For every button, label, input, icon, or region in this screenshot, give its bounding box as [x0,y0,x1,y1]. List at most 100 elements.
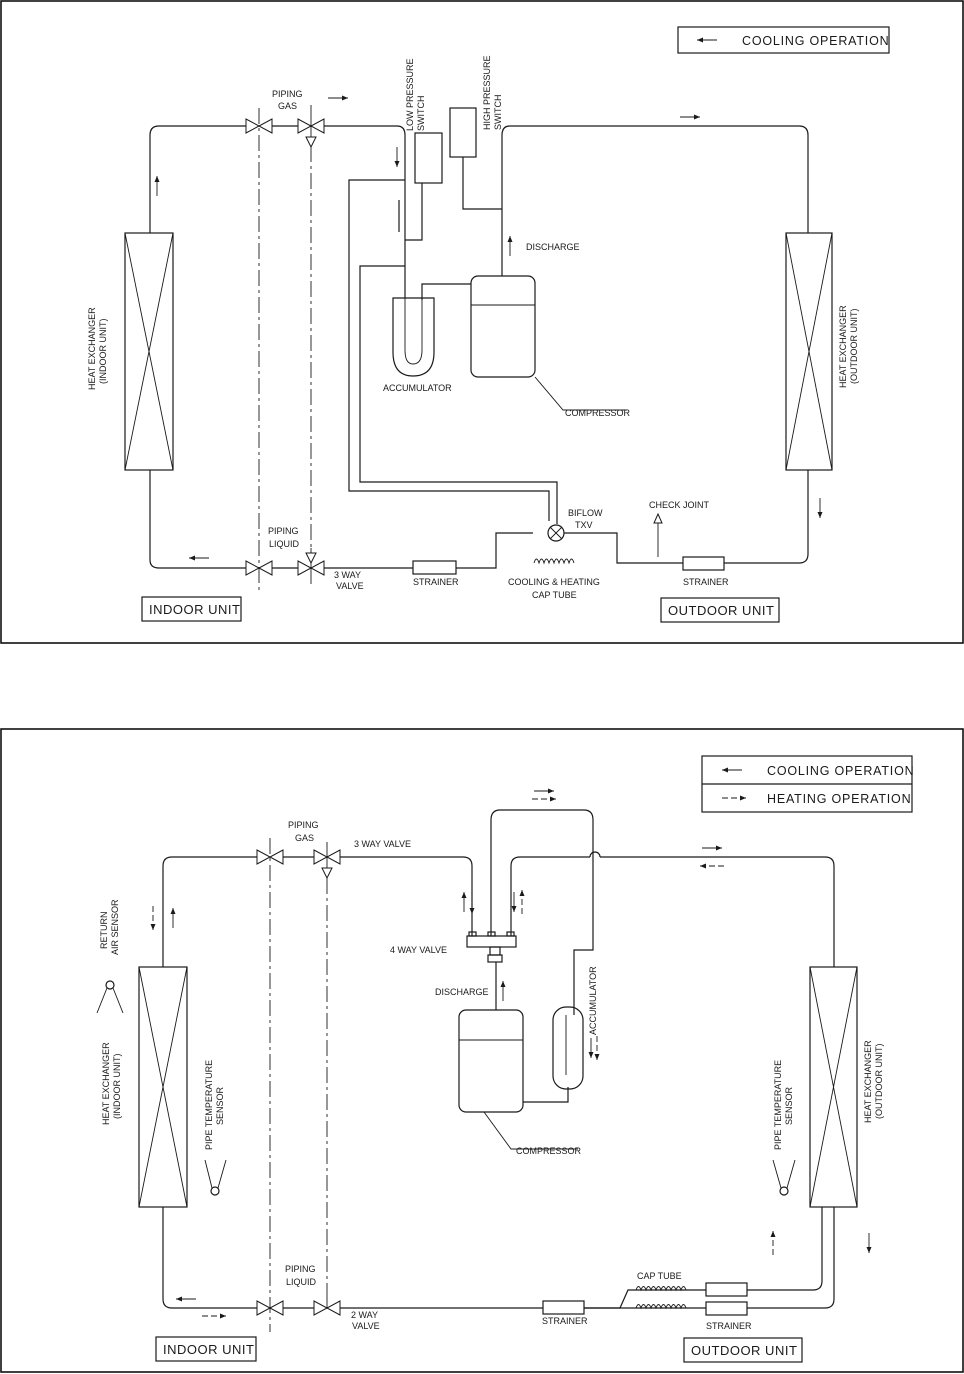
suction-line [149,125,406,298]
accumulator-2 [552,1006,584,1090]
strainer-left [412,560,457,575]
accumulator-label: ACCUMULATOR [383,383,452,393]
accumulator-label-d2: ACCUMULATOR [588,966,598,1035]
accumulator [392,297,435,377]
pipe-temp-out-label-2: SENSOR [784,1086,794,1125]
indoor-pipe-sensor [204,1159,227,1196]
hx-indoor-label: HEAT EXCHANGER [87,307,97,390]
four-way-valve [466,931,517,963]
check-joint-label: CHECK JOINT [649,500,710,510]
indoor-unit-label-d2: INDOOR UNIT [163,1342,254,1357]
return-air-label-2: AIR SENSOR [110,899,120,955]
three-way-valve-label-2: VALVE [336,581,364,591]
biflow-label: BIFLOW [568,508,603,518]
cap-tube-lower [635,1304,687,1310]
low-pressure-label: LOW PRESSURE [405,58,415,131]
strainer-to-txv [456,532,533,569]
cap-tube-label-2: CAP TUBE [532,590,577,600]
strainer-right-lower [705,1301,748,1316]
compressor-label-d2: COMPRESSOR [516,1146,582,1156]
biflow-label-2: TXV [575,520,593,530]
three-way-valve-label-d2: 3 WAY VALVE [354,839,411,849]
indoor-heat-exchanger [124,232,174,471]
pipe-temp-in-label-2: SENSOR [215,1086,225,1125]
indoor-unit-label: INDOOR UNIT [149,602,240,617]
legend-heating-label: HEATING OPERATION [767,792,911,806]
outdoor-heat-exchanger [785,232,833,471]
legend-cooling-heating: COOLING OPERATION HEATING OPERATION [701,755,914,813]
outdoor-unit-label-d2: OUTDOOR UNIT [691,1343,797,1358]
discharge-line [501,125,809,276]
outdoor-unit-box-d2 [683,1337,803,1363]
four-way-to-accumulator [490,809,594,1015]
hx-outdoor-label-d2-2: (OUTDOOR UNIT) [874,1044,884,1120]
outdoor-pipe-sensor [772,1159,796,1196]
biflow-txv [547,524,565,542]
strainer-left-label: STRAINER [413,577,459,587]
indoor-unit-box [141,596,242,622]
liquid-line [162,1207,543,1309]
cap-tube-coil [533,558,575,565]
hx-outdoor-label: HEAT EXCHANGER [838,305,848,388]
txv-equalizer-inner [359,265,558,524]
legend-cooling-label-2: COOLING OPERATION [767,764,914,778]
hx-indoor-label-d2: HEAT EXCHANGER [101,1042,111,1125]
outdoor-liquid-line [724,470,809,564]
hx-indoor-label-d2-2: (INDOOR UNIT) [112,1054,122,1120]
lp-switch-line [405,183,423,241]
strainer-mid-label: STRAINER [542,1316,588,1326]
indoor-liquid-line [149,470,413,569]
hp-switch-line [462,157,502,210]
outdoor-unit-box [660,597,780,623]
pipe-temp-in-label: PIPE TEMPERATURE [204,1060,214,1150]
txv-equalizer-outer [348,179,550,521]
piping-gas-label-d2-2: GAS [295,833,314,843]
hx-outdoor-label-d2: HEAT EXCHANGER [863,1040,873,1123]
hx-outdoor-label-2: (OUTDOOR UNIT) [849,309,859,385]
pipe-temp-out-label: PIPE TEMPERATURE [773,1060,783,1150]
diagram1-frame [0,0,964,644]
discharge-label: DISCHARGE [526,242,580,252]
cap-tube-label-d2: CAP TUBE [637,1271,682,1281]
txv-to-strainer [564,532,683,564]
outdoor-unit-label: OUTDOOR UNIT [668,603,774,618]
legend-cooling: COOLING OPERATION [677,26,890,54]
diagram-cooling-heating: COOLING OPERATION HEATING OPERATION [0,728,964,1373]
cap-tube-upper [635,1286,687,1292]
low-pressure-switch [414,132,443,184]
return-air-label: RETURN [99,912,109,950]
indoor-heat-exchanger-2 [138,966,188,1208]
piping-gas-label-d2: PIPING [288,820,319,830]
high-pressure-switch [449,107,477,158]
strainer-right-label: STRAINER [683,577,729,587]
strainer-mid [542,1300,585,1315]
piping-liquid-label-2: LIQUID [269,539,300,549]
low-pressure-label-2: SWITCH [416,96,426,132]
three-way-valve-label: 3 WAY [334,570,361,580]
compressor [470,275,536,378]
piping-liquid-label-d2-2: LIQUID [286,1277,317,1287]
return-air-sensor [96,980,124,1014]
hx-indoor-label-2: (INDOOR UNIT) [98,319,108,385]
two-way-valve-label: 2 WAY [351,1310,378,1320]
piping-liquid-label-d2: PIPING [285,1264,316,1274]
cap-tube-label: COOLING & HEATING [508,577,600,587]
strainer-right-upper [705,1282,748,1297]
high-pressure-label-2: SWITCH [493,95,503,131]
four-way-valve-label: 4 WAY VALVE [390,945,447,955]
legend-cooling-label: COOLING OPERATION [742,34,889,48]
diagram2-frame [0,728,964,1373]
discharge-label-d2: DISCHARGE [435,987,489,997]
indoor-unit-box-d2 [155,1336,257,1362]
compressor-label: COMPRESSOR [565,408,631,418]
strainer-right [682,556,725,571]
strainer-right-label-d2: STRAINER [706,1321,752,1331]
outdoor-line-upper [747,1207,823,1291]
high-pressure-label: HIGH PRESSURE [482,55,492,130]
outdoor-gas-line [600,856,835,967]
piping-liquid-label: PIPING [268,526,299,536]
piping-gas-label: PIPING [272,89,303,99]
two-way-valve-label-2: VALVE [352,1321,380,1331]
accumulator-to-compressor [421,283,471,300]
